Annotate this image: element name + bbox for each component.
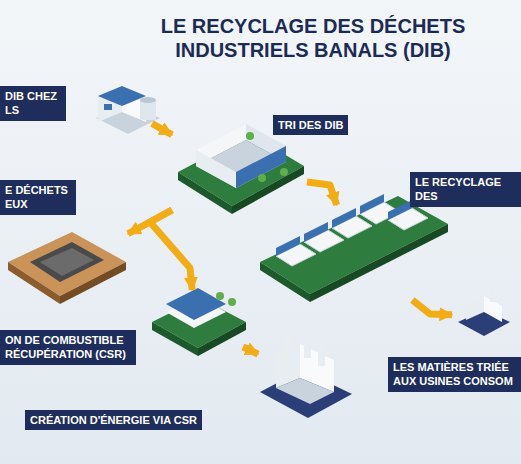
- illustration-shape: [40, 248, 94, 276]
- illustration-shape: [216, 292, 224, 300]
- illustration-shape: [152, 322, 198, 356]
- illustration-shape: [388, 200, 412, 220]
- recycling-plants: [260, 194, 448, 302]
- diagram-title: LE RECYCLAGE DES DÉCHETS INDUSTRIELS BAN…: [143, 14, 483, 62]
- illustration-shape: [276, 236, 300, 256]
- process-node: ON DE COMBUSTIBLE RÉCUPÉRATION (CSR): [148, 290, 243, 358]
- factory-illustration: [458, 288, 510, 336]
- illustration-shape: [284, 334, 291, 356]
- illustration-shape: [246, 132, 254, 140]
- flow-arrow: [152, 123, 172, 134]
- process-node: DIB CHEZ LS: [92, 78, 152, 135]
- step-label: TRI DES DIB: [273, 115, 348, 135]
- step-label: LES MATIÈRES TRIÉE AUX USINES CONSOM: [388, 357, 521, 392]
- illustration-shape: [140, 97, 156, 103]
- illustration-shape: [258, 174, 266, 182]
- step-label: CRÉATION D'ÉNERGIE VIA CSR: [25, 410, 202, 430]
- process-node: E DÉCHETS EUX: [4, 228, 128, 306]
- flow-arrow: [243, 347, 258, 354]
- step-label: LE RECYCLAGE DES: [410, 172, 521, 207]
- flow-arrow: [412, 300, 452, 315]
- power-plant: [260, 334, 352, 418]
- illustration-shape: [30, 242, 104, 282]
- process-node: TRI DES DIB: [172, 128, 307, 218]
- process-node: LES MATIÈRES TRIÉE AUX USINES CONSOM: [452, 288, 512, 343]
- step-label: DIB CHEZ LS: [0, 86, 66, 121]
- illustration-shape: [304, 338, 311, 358]
- illustration-shape: [458, 310, 510, 336]
- illustration-shape: [196, 150, 236, 188]
- illustration-shape: [276, 194, 412, 256]
- illustration-shape: [228, 298, 236, 306]
- step-label: ON DE COMBUSTIBLE RÉCUPÉRATION (CSR): [0, 330, 136, 365]
- flow-arrow: [150, 210, 192, 290]
- factory-illustration: [96, 86, 160, 134]
- illustration-shape: [490, 288, 495, 302]
- illustration-shape: [198, 322, 246, 356]
- illustration-shape: [318, 344, 325, 366]
- illustration-shape: [280, 168, 288, 176]
- illustration-shape: [276, 202, 428, 266]
- flow-arrow: [307, 182, 337, 205]
- sorting-plant: [178, 124, 304, 214]
- illustration-shape: [178, 134, 304, 206]
- landfill: [8, 232, 126, 304]
- process-node: CRÉATION D'ÉNERGIE VIA CSR: [258, 330, 355, 425]
- step-label: E DÉCHETS EUX: [0, 180, 76, 215]
- csr-plant: [152, 288, 246, 356]
- process-node: LE RECYCLAGE DES: [255, 205, 450, 300]
- illustration-shape: [98, 86, 146, 106]
- illustration-shape: [276, 378, 334, 404]
- illustration-shape: [260, 262, 310, 302]
- illustration-shape: [332, 208, 356, 228]
- illustration-shape: [166, 288, 226, 320]
- illustration-shape: [466, 296, 484, 320]
- illustration-shape: [8, 232, 126, 296]
- illustration-shape: [104, 104, 112, 110]
- illustration-shape: [236, 146, 286, 188]
- illustration-shape: [304, 222, 328, 242]
- illustration-shape: [360, 194, 384, 214]
